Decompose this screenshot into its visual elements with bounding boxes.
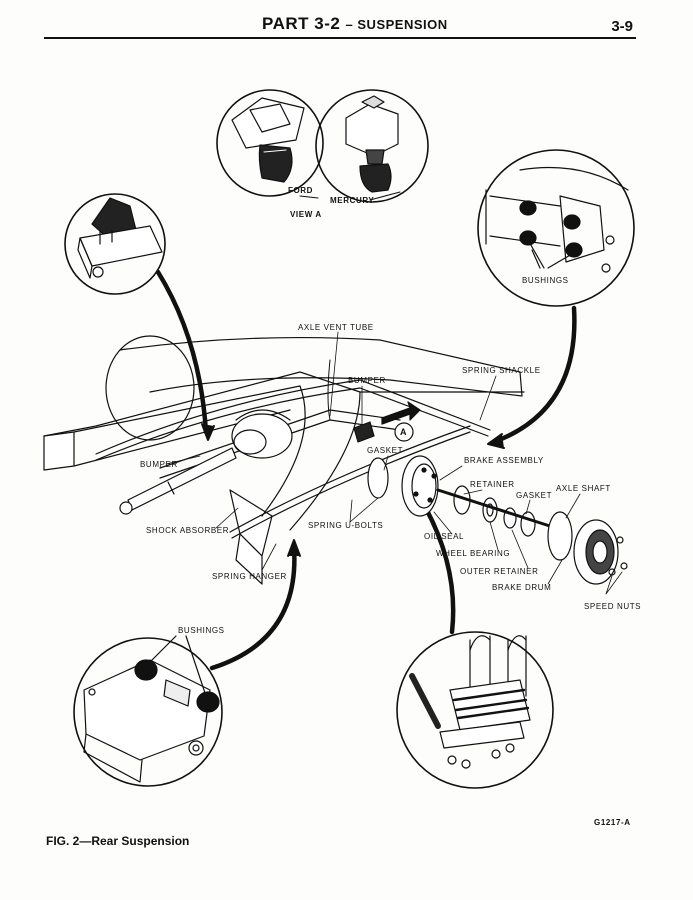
label-gasket-1: GASKET <box>367 446 404 455</box>
section-name: – SUSPENSION <box>345 17 448 32</box>
detail-circle-ubolt-plate <box>396 631 554 789</box>
callout-a-circle <box>394 422 414 442</box>
detail-circle-frame-bumper <box>64 193 166 295</box>
callout-a-letter: A <box>400 427 408 437</box>
label-retainer: RETAINER <box>470 480 515 489</box>
axle-bumper <box>353 421 375 443</box>
figure-code: G1217-A <box>594 818 631 827</box>
shock-absorber-part <box>119 447 237 515</box>
label-spring-u-bolts: SPRING U-BOLTS <box>308 521 384 530</box>
exploded-axle-parts <box>367 455 628 585</box>
detail-circle-hanger-bushings <box>73 635 223 787</box>
direction-arrow <box>381 401 421 425</box>
label-oil-seal: OIL SEAL <box>424 532 465 541</box>
label-mercury: MERCURY <box>330 196 375 205</box>
leaf-springs <box>95 379 491 539</box>
arrow-left-detail <box>155 269 209 435</box>
label-bushings-top: BUSHINGS <box>522 276 569 285</box>
detail-circle-ford <box>216 89 324 197</box>
label-brake-assembly: BRAKE ASSEMBLY <box>464 456 544 465</box>
page-header-title: PART 3-2 – SUSPENSION <box>262 14 448 34</box>
label-speed-nuts: SPEED NUTS <box>584 602 642 611</box>
page-number: 3-9 <box>611 18 633 35</box>
header-rule <box>44 37 636 39</box>
part-number: PART 3-2 <box>262 14 341 33</box>
label-bumper-top: BUMPER <box>348 376 386 385</box>
label-ford: FORD <box>288 186 314 195</box>
arrow-right-detail <box>491 305 577 445</box>
label-spring-shackle: SPRING SHACKLE <box>462 366 541 375</box>
arrow-lower-left-detail <box>209 545 297 671</box>
label-bumper-left: BUMPER <box>140 460 178 469</box>
figure-caption: FIG. 2—Rear Suspension <box>46 834 190 848</box>
label-outer-retainer: OUTER RETAINER <box>460 567 539 576</box>
label-axle-shaft: AXLE SHAFT <box>556 484 611 493</box>
label-spring-hanger: SPRING HANGER <box>212 572 287 581</box>
label-shock-absorber: SHOCK ABSORBER <box>146 526 230 535</box>
label-wheel-bearing: WHEEL BEARING <box>436 549 511 558</box>
label-gasket-2: GASKET <box>516 491 553 500</box>
label-axle-vent-tube: AXLE VENT TUBE <box>298 323 374 332</box>
leader-lines <box>165 331 623 595</box>
frame-assembly <box>43 335 525 585</box>
label-bushings-bottom: BUSHINGS <box>178 626 225 635</box>
label-view-a: VIEW A <box>290 210 322 219</box>
detail-circle-shackle-bushings <box>477 149 635 307</box>
label-brake-drum: BRAKE DRUM <box>492 583 552 592</box>
detail-circle-mercury <box>315 89 429 203</box>
